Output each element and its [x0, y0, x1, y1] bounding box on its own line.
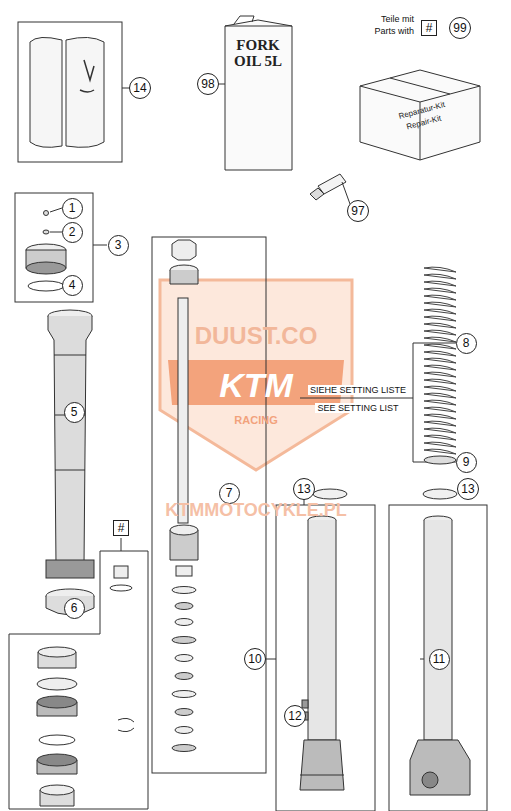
callout-number: 5	[64, 402, 85, 423]
watermark-shield	[160, 280, 352, 470]
reference-box: #	[421, 20, 437, 36]
callout-text: 3	[115, 239, 122, 251]
note-label: Parts with	[374, 26, 414, 36]
callout-number: 3	[108, 235, 129, 256]
callout-number: 6	[64, 598, 85, 619]
callout-number: 99	[449, 17, 471, 39]
callout-number: 97	[347, 200, 369, 222]
watermark-text: RACING	[234, 414, 277, 427]
callout-number: 12	[284, 705, 306, 727]
callout-number: 1	[62, 198, 83, 219]
callout-text: 5	[71, 406, 78, 418]
watermark-text: DUUST.CO	[195, 322, 318, 350]
callout-text: 8	[463, 337, 470, 349]
callout-number: 13	[293, 478, 315, 500]
callout-text: 10	[248, 653, 261, 665]
note-label: SIEHE SETTING LISTE	[308, 385, 408, 395]
callout-number: 13	[457, 478, 479, 500]
callout-text: 97	[351, 205, 364, 217]
callout-text: #	[426, 22, 433, 34]
note-label: Teile mit	[381, 14, 414, 24]
callout-text: 4	[69, 279, 76, 291]
callout-text: 1	[69, 202, 76, 214]
group-frame	[18, 22, 122, 162]
callout-text: 99	[453, 22, 466, 34]
note-label: SEE SETTING LIST	[315, 403, 400, 413]
group-frame	[9, 551, 148, 809]
callout-text: 13	[461, 483, 474, 495]
callout-text: 14	[133, 82, 146, 94]
callout-number: 14	[129, 77, 151, 99]
callout-number: 11	[429, 649, 450, 670]
callout-text: 98	[201, 78, 214, 90]
callout-text: 13	[297, 483, 310, 495]
callout-number: 10	[244, 648, 266, 670]
callout-text: 7	[226, 487, 233, 499]
callout-text: 12	[288, 710, 301, 722]
note-label: FORK OIL 5L	[231, 38, 285, 70]
reference-box: #	[113, 520, 129, 536]
callout-number: 8	[456, 333, 477, 354]
callout-text: 6	[71, 602, 78, 614]
callout-text: 9	[463, 456, 470, 468]
callout-number: 9	[456, 452, 477, 473]
callout-number: 2	[62, 222, 83, 243]
group-frame	[276, 505, 375, 811]
group-frame	[15, 193, 93, 302]
callout-number: 4	[62, 275, 83, 296]
callout-text: 11	[433, 653, 445, 665]
callout-text: 2	[69, 226, 76, 238]
watermark-text: KTMMOTOCYKLE.PL	[165, 500, 347, 521]
callout-text: #	[118, 522, 125, 534]
callout-number: 98	[197, 73, 219, 95]
group-frame	[389, 505, 487, 811]
watermark-text: KTM	[219, 366, 293, 405]
